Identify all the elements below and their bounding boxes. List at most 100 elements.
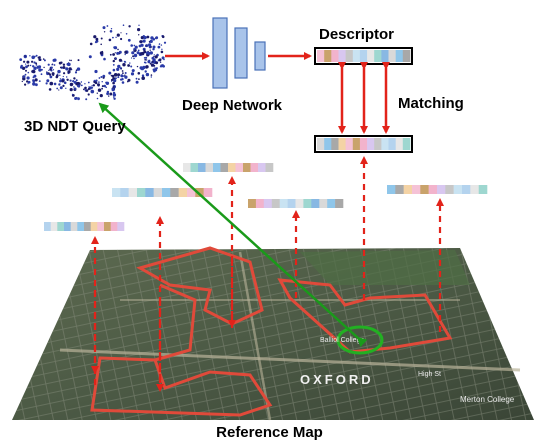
point-cloud-dot	[131, 51, 135, 55]
descriptor-cell	[104, 222, 111, 231]
point-cloud-dot	[69, 88, 73, 92]
point-cloud-dot	[145, 72, 150, 77]
descriptor-cell	[228, 163, 236, 172]
point-cloud-dot	[163, 41, 167, 44]
point-cloud-dot	[124, 75, 128, 79]
point-cloud-dot	[53, 82, 57, 86]
network-label: Deep Network	[182, 97, 283, 114]
point-cloud-dot	[57, 69, 61, 74]
point-cloud-dot	[38, 80, 41, 82]
point-cloud-dot	[152, 48, 155, 51]
descriptor-cell	[287, 199, 296, 208]
descriptor-cell	[395, 50, 404, 62]
descriptor-cell	[367, 50, 375, 62]
point-cloud-dot	[136, 65, 139, 68]
point-cloud-dot	[75, 83, 78, 86]
point-cloud-dot	[106, 25, 109, 27]
descriptor-cell	[203, 188, 213, 197]
point-cloud-dot	[148, 43, 152, 47]
point-cloud-dot	[67, 62, 71, 67]
point-cloud-dot	[162, 65, 165, 68]
descriptor-cell	[319, 199, 328, 208]
point-cloud-dot	[62, 75, 64, 78]
point-cloud-dot	[135, 77, 138, 80]
point-cloud-dot	[153, 55, 155, 58]
point-cloud-dot	[128, 25, 131, 28]
point-cloud-dot	[62, 66, 66, 69]
descriptor-cell	[403, 185, 413, 194]
point-cloud-dot	[65, 87, 67, 90]
point-cloud-dot	[75, 79, 78, 82]
point-cloud-dot	[49, 75, 53, 79]
reference-map-label: Reference Map	[216, 424, 323, 441]
point-cloud-dot	[153, 62, 155, 65]
point-cloud-dot	[117, 73, 121, 77]
point-cloud-dot	[100, 37, 103, 40]
descriptor-cell	[331, 50, 339, 62]
point-cloud-dot	[155, 61, 159, 65]
descriptor-cell	[317, 138, 325, 150]
point-cloud-dot	[48, 69, 50, 71]
point-cloud-dot	[127, 38, 131, 42]
descriptor-cell	[428, 185, 438, 194]
point-cloud-dot	[138, 24, 140, 26]
descriptor-cell	[162, 188, 171, 197]
point-cloud-dot	[145, 67, 148, 69]
descriptor-cell	[478, 185, 488, 194]
point-cloud-dot	[146, 73, 148, 75]
point-cloud-dot	[62, 84, 65, 87]
point-cloud-dot	[35, 83, 38, 87]
point-cloud-dot	[83, 88, 85, 91]
descriptor-cell	[445, 185, 454, 194]
point-cloud-dot	[26, 60, 30, 64]
point-cloud-dot	[112, 36, 114, 39]
point-cloud-dot	[118, 53, 121, 55]
matching-label: Matching	[398, 95, 464, 112]
point-cloud-dot	[55, 75, 59, 79]
point-cloud-dot	[27, 83, 29, 85]
point-cloud-dot	[93, 35, 97, 39]
map-road	[59, 348, 521, 372]
point-cloud-dot	[123, 60, 126, 63]
point-cloud-dot	[132, 55, 135, 58]
point-cloud-dot	[32, 82, 36, 86]
point-cloud-dot	[93, 79, 96, 82]
point-cloud-dot	[154, 68, 158, 72]
descriptor-cell	[327, 199, 336, 208]
point-cloud-dot	[146, 35, 150, 39]
point-cloud-dot	[48, 73, 52, 76]
point-cloud-dot	[111, 80, 113, 82]
point-cloud-dot	[108, 38, 112, 42]
descriptor-cell	[367, 138, 375, 150]
point-cloud-dot	[111, 88, 115, 92]
ndt-point-cloud	[19, 24, 167, 101]
descriptor-cell	[381, 138, 389, 150]
point-cloud-dot	[80, 84, 83, 87]
descriptor-cell	[44, 222, 51, 231]
point-cloud-dot	[66, 76, 68, 78]
point-cloud-dot	[163, 58, 165, 61]
point-cloud-dot	[98, 88, 102, 92]
point-cloud-dot	[117, 76, 120, 79]
point-cloud-dot	[47, 63, 50, 66]
point-cloud-dot	[87, 87, 90, 91]
point-cloud-dot	[26, 76, 30, 80]
point-cloud-dot	[105, 86, 107, 89]
point-cloud-dot	[101, 81, 103, 83]
query-label: 3D NDT Query	[24, 118, 126, 135]
point-cloud-dot	[22, 75, 26, 78]
point-cloud-dot	[159, 65, 162, 68]
floating-descriptor	[183, 163, 274, 172]
point-cloud-dot	[101, 85, 104, 88]
network-block	[234, 27, 248, 79]
point-cloud-dot	[90, 89, 95, 94]
point-cloud-dot	[68, 67, 72, 71]
descriptor-cell	[387, 185, 396, 194]
point-cloud-dot	[145, 56, 148, 59]
point-cloud-dot	[61, 79, 65, 83]
descriptor-cell	[64, 222, 71, 231]
point-cloud-dot	[144, 58, 147, 61]
point-cloud-dot	[27, 71, 30, 74]
point-cloud-dot	[35, 62, 38, 65]
